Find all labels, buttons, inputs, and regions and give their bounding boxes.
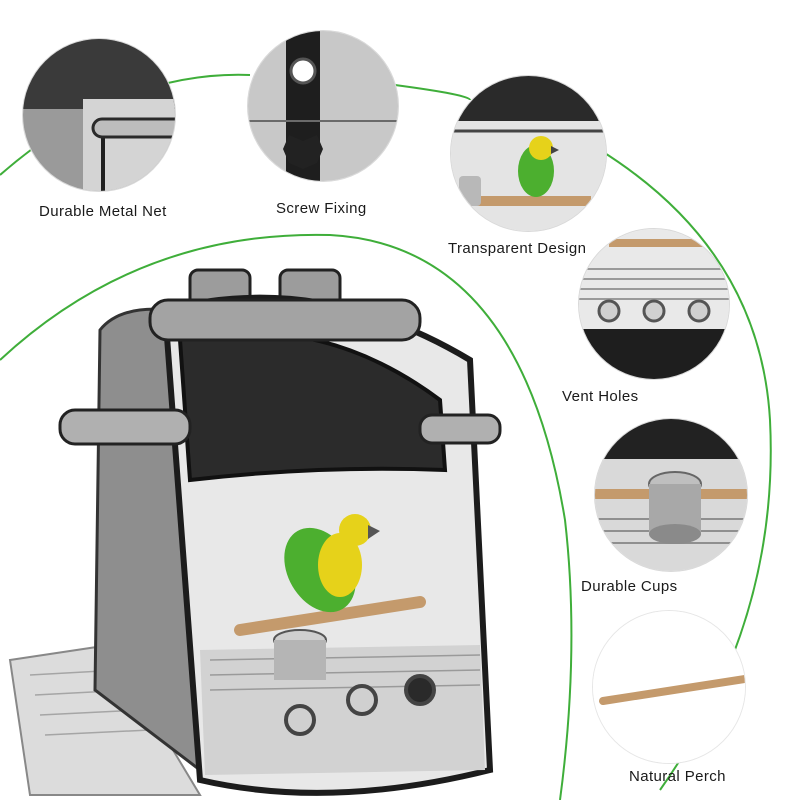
- screw-fixing-callout: [247, 30, 399, 182]
- feature-label-natural-perch: Natural Perch: [629, 768, 726, 785]
- feature-label-vent-holes: Vent Holes: [562, 388, 639, 405]
- transparent-design-callout: [450, 75, 607, 232]
- feature-label-metal-net: Durable Metal Net: [39, 203, 167, 220]
- screw-knob-icon: [248, 31, 398, 181]
- metal-net-callout: [22, 38, 176, 192]
- feature-label-durable-cups: Durable Cups: [581, 578, 678, 595]
- natural-perch-callout: [592, 610, 746, 764]
- perch-icon: [593, 611, 745, 763]
- feature-label-screw-fixing: Screw Fixing: [276, 200, 367, 217]
- backpack-carrier-image: [8, 268, 502, 796]
- feature-label-transparent-design: Transparent Design: [448, 240, 587, 257]
- cup-icon: [595, 419, 747, 571]
- vent-holes-callout: [578, 228, 730, 380]
- handle-bar-icon: [23, 39, 175, 191]
- durable-cups-callout: [594, 418, 748, 572]
- vent-hole-icon: [579, 229, 729, 379]
- parrot-icon: [451, 76, 606, 231]
